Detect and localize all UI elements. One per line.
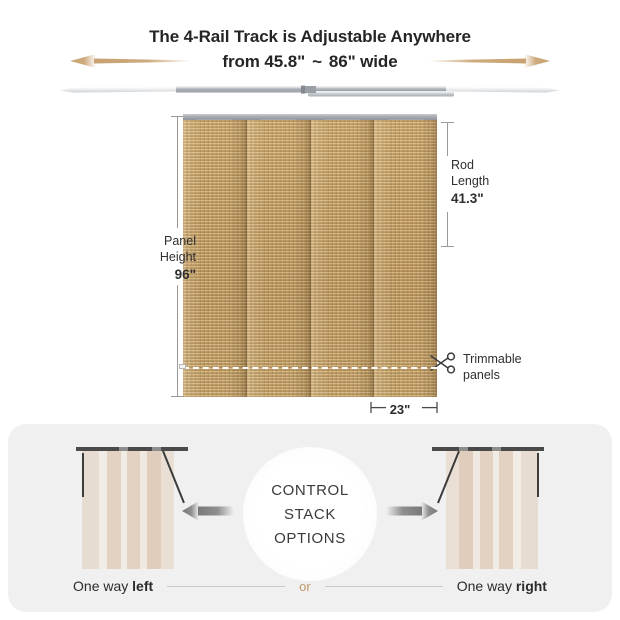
panel-height-dim-lower	[177, 285, 178, 397]
arrow-right-icon	[386, 501, 438, 521]
panel-clip-icon	[388, 119, 424, 120]
stack-panel	[82, 451, 99, 569]
stack-panel	[446, 451, 459, 569]
label-divider-left	[167, 585, 286, 587]
heading-max-width: 86" wide	[328, 52, 398, 72]
blind-panel	[310, 119, 375, 397]
rod-length-label: Rod Length 41.3"	[451, 158, 531, 207]
stack-left-cord-vertical	[82, 453, 84, 497]
panel-height-label-line2: Height	[159, 249, 196, 264]
panel-height-label: Panel Height 96"	[140, 234, 196, 283]
blind-panel	[374, 119, 437, 397]
stack-panel	[480, 451, 493, 569]
label-divider-right	[324, 585, 443, 587]
rod-length-dim-lower	[447, 212, 448, 246]
headrail-gap	[458, 447, 468, 451]
panel-height-cap-bottom	[171, 396, 184, 397]
stack-panel	[139, 451, 148, 569]
rod-length-label-line2: Length	[451, 173, 490, 188]
trimmable-label-line2: panels	[463, 367, 500, 382]
stack-panel	[513, 451, 522, 569]
stack-panel	[98, 451, 107, 569]
rod-length-cap-bottom	[441, 246, 454, 247]
trimmable-panels-label: Trimmable panels	[463, 352, 522, 384]
headrail-gap	[152, 447, 162, 451]
stack-right-illustration	[432, 447, 544, 569]
panel-clip-icon	[324, 119, 360, 120]
panel-height-cap-top	[171, 116, 184, 117]
heading-line-1: The 4-Rail Track is Adjustable Anywhere	[149, 27, 471, 46]
rod-length-cap-top	[441, 122, 454, 123]
stack-panel	[499, 451, 514, 569]
main-blind-illustration	[179, 114, 437, 397]
stack-left-illustration	[76, 447, 188, 569]
panel-width-value: 23"	[389, 402, 411, 417]
arrow-left-icon	[182, 501, 234, 521]
headrail-gap	[118, 447, 128, 451]
stack-panel	[147, 451, 162, 569]
stack-option-right-label: One way right	[457, 578, 547, 594]
rail-track-icon	[60, 78, 560, 102]
stack-right-headrail	[432, 447, 544, 451]
panel-width-dim	[370, 402, 438, 413]
trim-cut-line	[183, 367, 437, 369]
trim-marker	[179, 364, 186, 369]
panel-height-label-line1: Panel	[164, 234, 196, 248]
stack-option-separator: or	[299, 578, 311, 594]
panel-height-value: 96"	[174, 266, 196, 282]
stack-panel	[161, 451, 174, 569]
blind-panel	[246, 119, 311, 397]
stack-option-labels: One way left or One way right	[8, 578, 612, 594]
stack-right-prefix: One way	[456, 578, 516, 594]
panel-clip-icon	[260, 119, 296, 120]
scissors-icon	[430, 352, 456, 374]
arrow-right-icon	[428, 54, 550, 68]
rod-length-label-line1: Rod	[451, 158, 474, 172]
trimmable-label-line1: Trimmable	[463, 352, 522, 366]
rod-length-dim-upper	[447, 122, 448, 156]
stack-title-line-2: STACK	[284, 505, 336, 523]
stack-left-panels	[82, 451, 174, 569]
blind-panel	[183, 119, 247, 397]
control-stack-options-badge: CONTROL STACK OPTIONS	[243, 447, 377, 581]
stack-panel	[521, 451, 538, 569]
headrail-gap	[492, 447, 502, 451]
arrow-left-icon	[70, 54, 192, 68]
stack-right-cord-vertical	[537, 453, 539, 497]
panel-clip-icon	[196, 119, 232, 120]
stack-right-emphasis: right	[515, 578, 547, 594]
rod-length-value: 41.3"	[451, 190, 484, 206]
panel-height-dim-upper	[177, 116, 178, 228]
stack-panel	[492, 451, 500, 569]
heading-range-tilde: ~	[312, 52, 322, 72]
stack-panel	[127, 451, 140, 569]
blind-panels	[183, 119, 437, 397]
stack-left-emphasis: left	[132, 578, 154, 594]
stack-panel	[120, 451, 128, 569]
blind-headrail	[183, 114, 437, 120]
stack-title-line-3: OPTIONS	[274, 529, 346, 547]
stack-panel	[458, 451, 473, 569]
stack-panel	[106, 451, 121, 569]
stack-right-panels	[446, 451, 538, 569]
stack-panel	[472, 451, 481, 569]
stack-left-prefix: One way	[73, 578, 133, 594]
stack-left-headrail	[76, 447, 188, 451]
heading-min-width: from 45.8"	[222, 52, 306, 72]
stack-option-left-label: One way left	[73, 578, 153, 594]
stack-title-line-1: CONTROL	[271, 481, 349, 499]
